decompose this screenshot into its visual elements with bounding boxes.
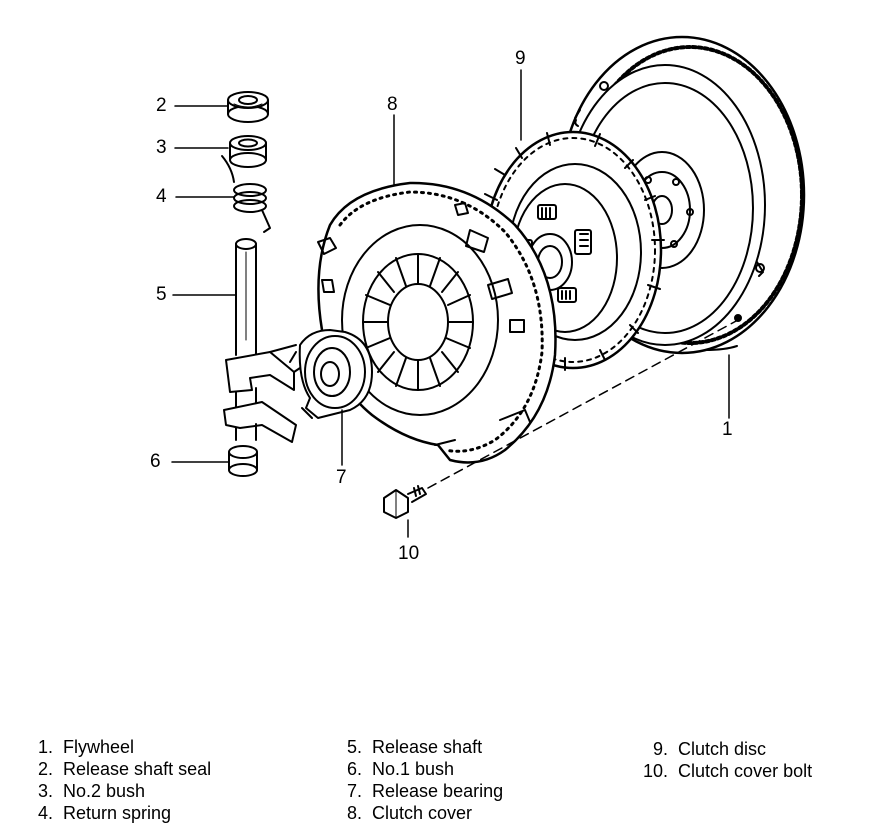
legend-num: 8. <box>347 803 363 823</box>
legend-num: 10. <box>643 761 669 781</box>
legend-item-2: 2. Release shaft seal <box>38 759 211 779</box>
leader-lines <box>171 69 739 538</box>
legend-num: 6. <box>347 759 363 779</box>
legend-label: Clutch cover <box>372 803 473 823</box>
clutch-exploded-diagram <box>171 35 806 538</box>
legend-item-10: 10. Clutch cover bolt <box>643 761 812 781</box>
callout-7: 7 <box>336 467 347 488</box>
callout-5: 5 <box>156 284 167 305</box>
legend-label: Return spring <box>63 803 172 823</box>
callout-3: 3 <box>156 137 167 158</box>
clutch-cover-bolt-drawing <box>383 485 427 519</box>
legend-item-6: 6. No.1 bush <box>347 759 454 779</box>
legend-num: 4. <box>38 803 54 823</box>
callout-10: 10 <box>398 543 420 564</box>
legend-item-3: 3. No.2 bush <box>38 781 145 801</box>
legend-item-8: 8. Clutch cover <box>347 803 472 823</box>
no1-bush-drawing <box>228 445 258 477</box>
legend-label: Release bearing <box>372 781 504 801</box>
callout-2: 2 <box>156 95 167 116</box>
callout-6: 6 <box>150 451 161 472</box>
legend-label: No.1 bush <box>372 759 455 779</box>
return-spring-drawing <box>221 155 271 233</box>
callout-1: 1 <box>722 419 733 440</box>
callout-4: 4 <box>156 186 167 207</box>
legend-item-1: 1. Flywheel <box>38 737 134 757</box>
no2-bush-drawing <box>229 135 267 168</box>
legend-num: 7. <box>347 781 363 801</box>
legend-item-9: 9. Clutch disc <box>653 739 766 759</box>
legend-item-7: 7. Release bearing <box>347 781 503 801</box>
release-bearing-drawing <box>289 329 373 419</box>
release-shaft-seal-drawing <box>227 91 269 123</box>
legend-item-5: 5. Release shaft <box>347 737 482 757</box>
legend-num: 3. <box>38 781 54 801</box>
clutch-cover-drawing <box>317 181 557 464</box>
legend-item-4: 4. Return spring <box>38 803 171 823</box>
legend-label: Release shaft seal <box>63 759 212 779</box>
legend-num: 5. <box>347 737 363 757</box>
legend-num: 1. <box>38 737 54 757</box>
legend-label: Clutch cover bolt <box>678 761 813 781</box>
legend-num: 9. <box>653 739 669 759</box>
legend-label: Clutch disc <box>678 739 767 759</box>
callout-8: 8 <box>387 94 398 115</box>
callout-9: 9 <box>515 48 526 69</box>
legend-label: Release shaft <box>372 737 483 757</box>
legend-label: Flywheel <box>63 737 135 757</box>
legend-num: 2. <box>38 759 54 779</box>
legend-label: No.2 bush <box>63 781 146 801</box>
release-shaft-drawing <box>223 238 301 443</box>
